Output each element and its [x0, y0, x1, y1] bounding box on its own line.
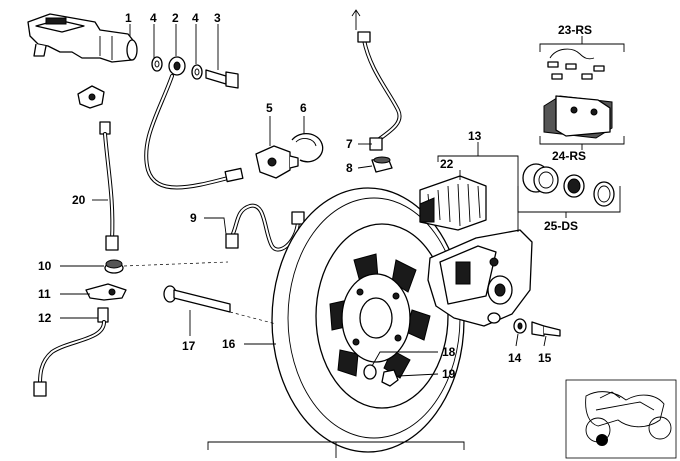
callout-13: 13 — [468, 129, 482, 143]
callout-19: 19 — [442, 367, 456, 381]
brake-hose-7 — [357, 31, 402, 151]
master-cylinder — [27, 13, 138, 63]
motorcycle-thumbnail — [565, 379, 677, 459]
callout-16: 16 — [222, 337, 236, 351]
callout-5: 5 — [266, 101, 273, 115]
callout-25-ds: 25-DS — [544, 219, 578, 233]
callout-23-rs: 23-RS — [558, 23, 592, 37]
clip-6 — [291, 133, 324, 163]
washer-14 — [513, 318, 527, 334]
callout-6: 6 — [300, 101, 307, 115]
callout-10: 10 — [38, 259, 52, 273]
group-brackets — [207, 9, 625, 458]
callout-1: 1 — [125, 11, 132, 25]
brake-disc-16 — [271, 187, 465, 453]
distributor-5 — [255, 145, 299, 179]
brake-hose-2 — [144, 74, 244, 190]
piston-seals-25 — [522, 163, 615, 207]
brake-caliper-13 — [427, 229, 533, 327]
pin-kit-23 — [547, 48, 605, 80]
callout-8: 8 — [346, 161, 353, 175]
banjo-bolt-3 — [205, 69, 239, 89]
callout-12: 12 — [38, 311, 52, 325]
callout-22: 22 — [440, 157, 454, 171]
bolt-15 — [531, 321, 561, 337]
screw-18 — [363, 364, 377, 380]
brake-hose-20 — [77, 85, 119, 251]
brake-line-12 — [33, 307, 109, 397]
nut-8 — [371, 156, 393, 173]
callout-2: 2 — [172, 11, 179, 25]
callout-15: 15 — [538, 351, 552, 365]
callout-11: 11 — [38, 287, 51, 301]
callout-14: 14 — [508, 351, 522, 365]
axle-bolt-17 — [163, 285, 231, 313]
washer-4b — [191, 64, 203, 80]
callout-9: 9 — [190, 211, 197, 225]
callout-17: 17 — [182, 339, 196, 353]
brake-pad-22 — [419, 175, 487, 231]
brake-pads-24 — [543, 95, 613, 139]
banjo-fitting-2 — [168, 56, 186, 76]
callout-24-rs: 24-RS — [552, 149, 586, 163]
grommet-10 — [104, 259, 124, 274]
callout-labels: 1 4 2 4 3 5 6 7 8 9 20 10 11 12 17 16 18… — [38, 11, 592, 381]
callout-4b: 4 — [192, 11, 199, 25]
nut-19 — [381, 369, 399, 387]
callout-20: 20 — [72, 193, 86, 207]
bracket-11 — [85, 283, 127, 301]
washer-4a — [151, 56, 163, 72]
callout-7: 7 — [346, 137, 353, 151]
callout-3: 3 — [214, 11, 221, 25]
leader-lines — [60, 24, 547, 377]
callout-4a: 4 — [150, 11, 157, 25]
brake-line-9 — [225, 203, 305, 252]
callout-18: 18 — [442, 345, 456, 359]
